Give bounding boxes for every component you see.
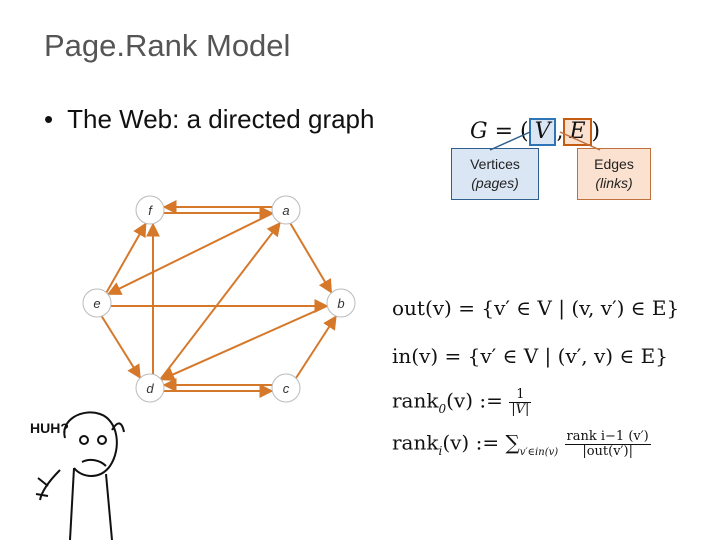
in-formula-lhs: in(v) (392, 344, 439, 368)
ranki-denominator: |out(v′)| (582, 443, 633, 459)
node-b (326, 288, 356, 318)
edges-sublabel: (links) (595, 174, 633, 191)
vertices-sublabel: (pages) (471, 174, 519, 191)
in-formula: in(v) = {v′ ∈ V | (v′, v) ∈ E} (392, 344, 668, 368)
node-label-e: e (93, 296, 100, 311)
rank0-arg: (v) := (446, 388, 503, 413)
node-label-c: c (283, 381, 290, 396)
vertices-label: Vertices (470, 156, 520, 172)
rank0-numerator: 1 (509, 388, 532, 403)
node-e (82, 288, 112, 318)
edge-e-to-d (101, 315, 141, 379)
rank0-fraction: 1|V| (509, 388, 532, 417)
edges-callout: Edges (links) (577, 148, 651, 200)
edge-c-to-b (295, 315, 337, 379)
ranki-fraction: rank i−1 (v′)|out(v′)| (564, 429, 651, 459)
node-label-d: d (146, 381, 154, 396)
out-formula: out(v) = {v′ ∈ V | (v, v′) ∈ E} (392, 296, 679, 320)
rank0-denominator: |V| (511, 401, 530, 417)
edges-connector (559, 131, 601, 151)
node-label-f: f (148, 203, 153, 218)
node-label-a: a (282, 203, 289, 218)
vertices-callout: Vertices (pages) (451, 148, 539, 200)
rank0-lhs: rank (392, 388, 439, 413)
node-a (271, 195, 301, 225)
bullet-dot: • (44, 104, 54, 134)
edge-a-to-b (289, 223, 333, 294)
ranki-subscript: i (438, 443, 443, 458)
comma: , (556, 119, 564, 144)
graph-symbol: G (470, 119, 488, 144)
rank0-formula: rank0(v) := 1|V| (392, 388, 532, 417)
bullet-item: • The Web: a directed graph (44, 104, 374, 135)
rank0-subscript: 0 (438, 401, 447, 416)
close-paren: ) (591, 119, 601, 144)
ranki-lhs: rank (392, 430, 439, 455)
confused-face-illustration (35, 411, 125, 540)
edge-d-to-a (160, 221, 281, 380)
edge-b-to-d (160, 305, 328, 381)
node-f (135, 195, 165, 225)
out-formula-lhs: out(v) (392, 296, 452, 320)
ranki-numerator: rank i−1 (v′) (564, 429, 651, 445)
node-c (271, 373, 301, 403)
graph-edges (101, 200, 337, 398)
ranki-formula: ranki(v) := ∑v′∈in(v) rank i−1 (v′)|out(… (392, 430, 651, 458)
graph-nodes: f a e b d c (82, 195, 356, 403)
out-formula-rhs: = {v′ ∈ V | (v, v′) ∈ E} (458, 296, 680, 320)
bullet-text: The Web: a directed graph (67, 104, 375, 134)
in-formula-rhs: = {v′ ∈ V | (v′, v) ∈ E} (444, 344, 668, 368)
ranki-arg: (v) := ∑ (442, 430, 520, 455)
edges-label: Edges (594, 156, 634, 172)
edge-e-to-f (105, 222, 147, 293)
vertices-connector (489, 131, 531, 151)
ranki-sum-subscript: v′∈in(v) (519, 446, 559, 458)
vertex-set-symbol: V (528, 118, 557, 146)
edge-a-to-e (106, 212, 273, 296)
node-d (135, 373, 165, 403)
slide-title: Page.Rank Model (44, 28, 291, 63)
node-label-b: b (337, 296, 344, 311)
cartoon-caption: HUH? (30, 420, 69, 436)
